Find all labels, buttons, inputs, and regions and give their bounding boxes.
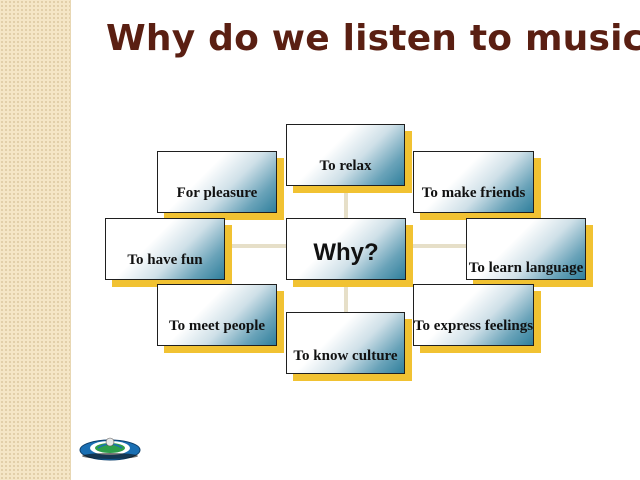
node-label: To make friends [421, 185, 526, 201]
node-to-express-feelings[interactable]: To express feelings [413, 284, 534, 346]
node-label: To meet people [168, 318, 266, 334]
slide-title: Why do we listen to music? [106, 18, 640, 59]
node-label: To relax [319, 158, 372, 174]
left-decorative-strip [0, 0, 71, 480]
node-to-meet-people[interactable]: To meet people [157, 284, 277, 346]
node-label: To know culture [293, 348, 398, 364]
node-for-pleasure[interactable]: For pleasure [157, 151, 277, 213]
center-node-why[interactable]: Why? [286, 218, 406, 280]
node-to-make-friends[interactable]: To make friends [413, 151, 534, 213]
node-to-relax[interactable]: To relax [286, 124, 405, 186]
node-label: To have fun [127, 252, 203, 268]
node-label: For pleasure [176, 185, 258, 201]
center-label: Why? [313, 239, 379, 267]
node-to-have-fun[interactable]: To have fun [105, 218, 225, 280]
node-label: To express feelings [413, 318, 534, 334]
node-to-learn-language[interactable]: To learn language [466, 218, 586, 280]
node-label: To learn language [468, 260, 584, 276]
globe-logo-icon [79, 437, 141, 461]
node-to-know-culture[interactable]: To know culture [286, 312, 405, 374]
